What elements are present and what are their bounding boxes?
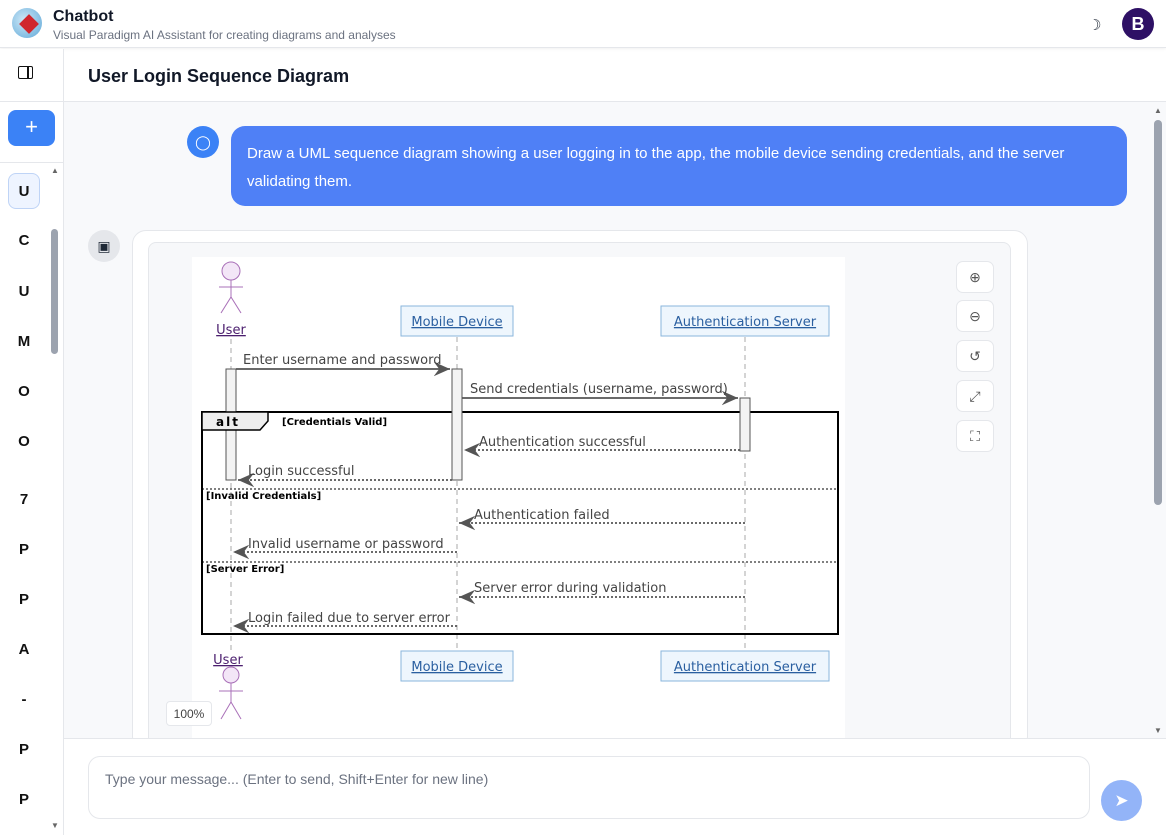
sidebar-scrollbar[interactable] (51, 229, 58, 354)
guard: [Server Error] (206, 564, 284, 575)
scroll-up-icon[interactable]: ▲ (51, 166, 59, 175)
app-header: Chatbot Visual Paradigm AI Assistant for… (0, 0, 1166, 48)
sidebar-item[interactable]: P (18, 591, 29, 608)
input-bar: Type your message... (Enter to send, Shi… (64, 738, 1166, 835)
participant-user: User (216, 323, 246, 338)
message-label: Invalid username or password (248, 537, 444, 552)
participant-server: Authentication Server (674, 315, 817, 330)
new-chat-button[interactable]: + (8, 110, 55, 146)
sidebar-toggle-icon[interactable] (18, 66, 33, 79)
fragment-kind: alt (216, 415, 240, 429)
zoom-level: 100% (166, 701, 212, 726)
sidebar-item[interactable]: A (18, 641, 30, 658)
bot-icon: ▣ (88, 230, 120, 262)
sidebar-item[interactable]: - (21, 691, 27, 708)
chat-scrollbar[interactable] (1154, 120, 1162, 505)
message-label: Authentication failed (474, 508, 610, 523)
visual-paradigm-logo (12, 8, 42, 38)
participant-user-bottom: User (213, 653, 243, 668)
message-input[interactable]: Type your message... (Enter to send, Shi… (88, 756, 1090, 819)
scroll-down-icon[interactable]: ▼ (1154, 726, 1162, 735)
reset-icon[interactable]: ↺ (956, 340, 994, 372)
sidebar-item[interactable]: P (18, 791, 29, 808)
fit-icon[interactable]: ⤢ (956, 380, 994, 412)
actor-user-top (219, 261, 243, 314)
sequence-diagram: User Mobile Device Authentication Server… (192, 257, 845, 738)
participant-mobile: Mobile Device (411, 315, 502, 330)
message-label: Enter username and password (243, 353, 441, 368)
zoom-in-icon[interactable]: ⊕ (956, 261, 994, 293)
participant-mobile-bottom: Mobile Device (411, 660, 502, 675)
sidebar-item[interactable]: P (18, 541, 29, 558)
zoom-out-icon[interactable]: ⊖ (956, 300, 994, 332)
app-subtitle: Visual Paradigm AI Assistant for creatin… (53, 28, 396, 42)
participant-server-bottom: Authentication Server (674, 660, 817, 675)
avatar[interactable]: B (1122, 8, 1154, 40)
user-message: Draw a UML sequence diagram showing a us… (231, 126, 1127, 206)
scroll-up-icon[interactable]: ▲ (1154, 106, 1162, 115)
fullscreen-icon[interactable]: ⛶ (956, 420, 994, 452)
sidebar-item[interactable]: M (17, 333, 31, 350)
sidebar-item[interactable]: O (18, 383, 30, 400)
message-label: Server error during validation (474, 581, 666, 596)
sidebar-item[interactable]: 7 (19, 491, 29, 508)
sidebar-item[interactable]: O (18, 433, 30, 450)
message-label: Login failed due to server error (248, 611, 451, 626)
actor-user-bottom (219, 666, 243, 720)
app-title: Chatbot (53, 8, 114, 25)
sidebar-item[interactable]: C (18, 232, 30, 249)
alt-fragment (201, 411, 839, 635)
fragment-tab (201, 411, 269, 431)
send-icon[interactable]: ➤ (1101, 780, 1142, 821)
user-icon: ◯ (187, 126, 219, 158)
scroll-down-icon[interactable]: ▼ (51, 821, 59, 830)
message-label: Login successful (248, 464, 354, 479)
sidebar-item[interactable]: U (8, 173, 40, 209)
guard: [Invalid Credentials] (206, 491, 321, 502)
sidebar: + ▲ U C U M O O 7 P P A - P P ▼ (0, 49, 64, 835)
message-label: Authentication successful (479, 435, 646, 450)
page-title: User Login Sequence Diagram (64, 49, 1166, 102)
sidebar-item[interactable]: U (18, 283, 30, 300)
sidebar-item[interactable]: P (18, 741, 29, 758)
message-label: Send credentials (username, password) (470, 382, 728, 397)
guard: [Credentials Valid] (282, 417, 387, 428)
moon-icon[interactable]: ☽ (1088, 17, 1102, 34)
lifelines (230, 337, 746, 651)
